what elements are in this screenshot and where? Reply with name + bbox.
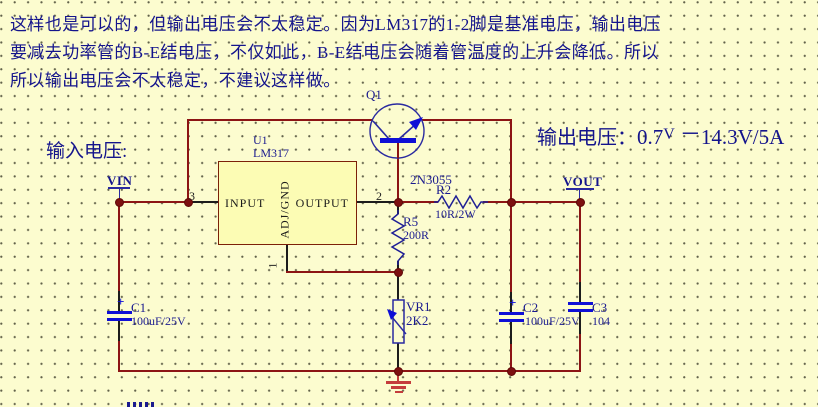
wire-left-riser bbox=[187, 119, 189, 203]
wire-q1-base bbox=[397, 158, 399, 203]
wire-c3-bottom bbox=[579, 334, 581, 371]
r2-resistor-symbol bbox=[434, 194, 488, 210]
wire-adj-horizontal bbox=[286, 271, 399, 273]
c3-lead-bottom bbox=[579, 312, 581, 334]
output-voltage-low-unit: V bbox=[663, 126, 675, 143]
u1-pin2-lead bbox=[357, 201, 395, 203]
junction-output-node bbox=[507, 198, 516, 207]
junction-vin bbox=[115, 198, 124, 207]
r5-lead-top bbox=[397, 203, 399, 214]
annotation-line-2: 要减去功率管的B-E结电压，不仅如此，B-E结电压会随着管温度的上升会降低。所以 bbox=[10, 43, 659, 62]
wire-bottom-rail bbox=[118, 370, 581, 372]
c2-polarity-mark: + bbox=[509, 295, 517, 310]
vr1-refdes: VR1 bbox=[406, 299, 431, 314]
vin-port-stub bbox=[119, 189, 120, 201]
wire-top-right bbox=[422, 119, 512, 121]
output-voltage-label: 输出电压：0.7V －14.3V/5A bbox=[537, 121, 784, 151]
c1-polarity-mark: + bbox=[117, 294, 125, 309]
r5-refdes: R5 bbox=[403, 214, 419, 229]
c3-refdes: C3 bbox=[592, 300, 608, 315]
u1-pin2-number: 2 bbox=[376, 189, 382, 203]
junction-ground-node bbox=[394, 367, 403, 376]
ground-bar-1 bbox=[386, 381, 411, 384]
u1-pin-adj-name: ADJ/GND bbox=[277, 180, 292, 239]
output-voltage-high: 14.3V/5A bbox=[700, 125, 785, 149]
u1-pin1-number: 1 bbox=[265, 262, 280, 269]
u1-part-number: LM317 bbox=[253, 146, 289, 160]
c1-refdes: C1 bbox=[131, 300, 147, 315]
output-voltage-dash: － bbox=[679, 122, 701, 146]
clipped-text-fragment bbox=[127, 402, 154, 407]
u1-pin3-number: 3 bbox=[189, 189, 195, 203]
vr1-lead-bottom bbox=[397, 343, 399, 371]
input-voltage-label: 输入电压: bbox=[46, 141, 128, 162]
c2-plate-bottom bbox=[499, 319, 524, 322]
c1-plate-top bbox=[107, 311, 132, 314]
vr1-potentiometer-symbol bbox=[387, 299, 407, 344]
r5-lead-bottom bbox=[397, 261, 399, 272]
vr1-value: 2K2 bbox=[406, 313, 429, 328]
wire-c1-bottom bbox=[118, 341, 120, 371]
output-voltage-prefix: 输出电压： bbox=[537, 127, 637, 149]
net-label-vin: VIN bbox=[107, 173, 133, 188]
junction-q1-base-node bbox=[394, 198, 403, 207]
wire-c1-top bbox=[118, 203, 120, 291]
wire-top-left bbox=[187, 119, 373, 121]
junction-adj-node bbox=[394, 268, 403, 277]
c2-value: 100uF/25V bbox=[525, 314, 580, 328]
ground-stub bbox=[397, 372, 399, 381]
c3-lead-top bbox=[579, 282, 581, 302]
net-label-vout: VOUT bbox=[563, 174, 603, 189]
r2-value: 10R/2W bbox=[435, 207, 476, 221]
wire-c3-top bbox=[579, 203, 581, 282]
wire-c2-top bbox=[510, 203, 512, 292]
u1-pin3-lead bbox=[189, 201, 219, 203]
u1-pin1-lead bbox=[286, 245, 288, 273]
junction-input-node bbox=[184, 198, 193, 207]
wire-right-riser bbox=[510, 119, 512, 203]
r2-refdes: R2 bbox=[436, 182, 452, 197]
ground-bar-3 bbox=[395, 391, 403, 393]
wire-node-to-r2 bbox=[395, 201, 438, 203]
wire-vin-to-node bbox=[119, 201, 189, 203]
q1-refdes: Q1 bbox=[366, 87, 382, 102]
c1-lead-top bbox=[118, 291, 120, 312]
c3-plate-bottom bbox=[568, 309, 593, 312]
junction-c2-bottom bbox=[507, 367, 516, 376]
u1-refdes: U1 bbox=[253, 133, 268, 147]
vin-port-bar bbox=[108, 187, 130, 189]
wire-r2-to-vout bbox=[483, 201, 580, 203]
u1-body: INPUT OUTPUT ADJ/GND bbox=[218, 161, 357, 245]
wire-c2-bottom bbox=[510, 344, 512, 371]
vout-port-bar bbox=[566, 188, 594, 190]
annotation-line-1: 这样也是可以的，但输出电压会不太稳定。因为LM317的1-2脚是基准电压，输出电… bbox=[10, 15, 662, 34]
junction-vout bbox=[576, 198, 585, 207]
c2-plate-top bbox=[499, 312, 524, 315]
c1-plate-bottom bbox=[107, 318, 132, 321]
c1-lead-bottom bbox=[118, 321, 120, 341]
r5-resistor-symbol bbox=[390, 210, 406, 265]
c2-refdes: C2 bbox=[523, 300, 539, 315]
u1-pin-output-name: OUTPUT bbox=[295, 196, 349, 210]
q1-part-number: 2N3055 bbox=[410, 172, 452, 187]
u1-pin-input-name: INPUT bbox=[225, 196, 266, 210]
c1-value: 100uF/25V bbox=[131, 314, 186, 328]
c3-value: 104 bbox=[592, 314, 610, 328]
c3-plate-top bbox=[568, 302, 593, 305]
ground-bar-2 bbox=[391, 386, 406, 389]
vout-port-stub bbox=[579, 190, 580, 201]
output-voltage-low: 0.7 bbox=[637, 125, 664, 149]
vr1-lead-top bbox=[397, 272, 399, 300]
r5-value: 200R bbox=[403, 228, 430, 242]
q1-transistor-symbol bbox=[369, 103, 425, 159]
annotation-line-3: 所以输出电压会不太稳定，不建议这样做。 bbox=[10, 71, 341, 90]
c2-lead-bottom bbox=[510, 322, 512, 344]
c2-lead-top bbox=[510, 292, 512, 312]
